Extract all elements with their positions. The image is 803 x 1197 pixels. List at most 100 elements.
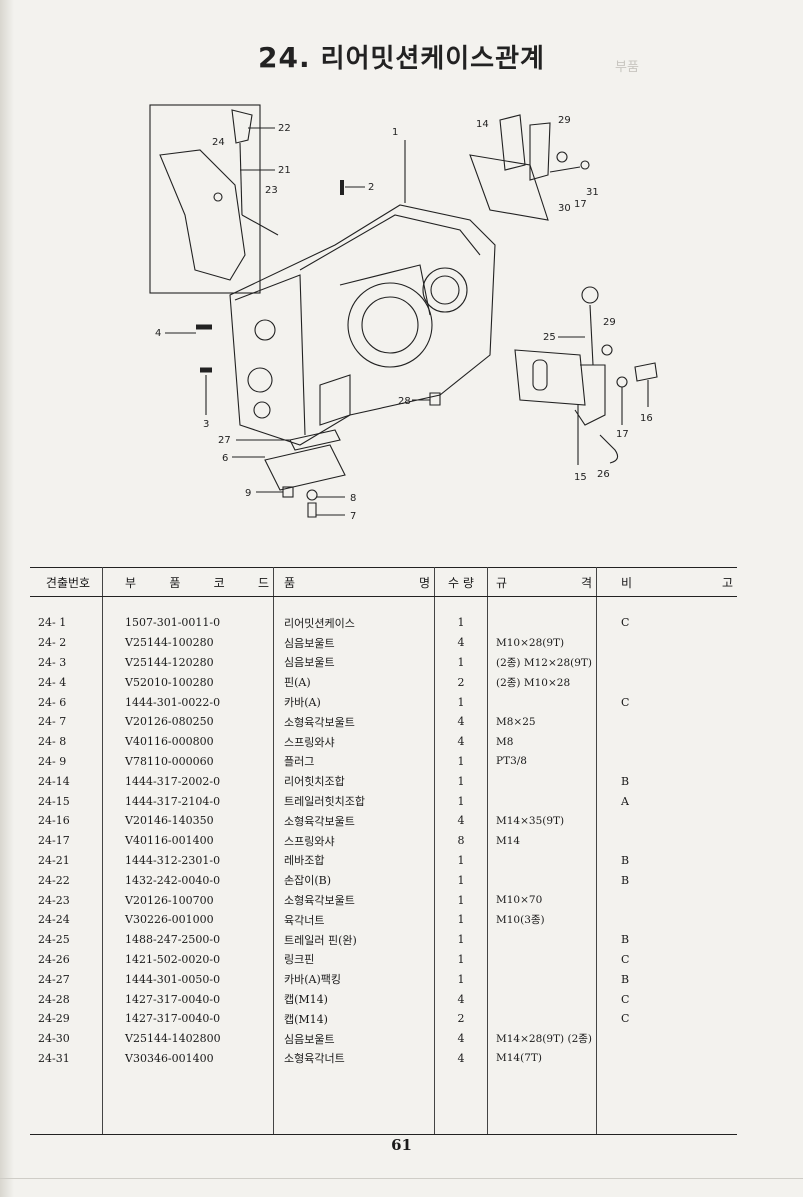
remarks-cell: B — [621, 853, 630, 867]
spec-cell — [487, 850, 598, 871]
callout-17b: 17 — [616, 429, 629, 440]
spec-cell: M8 — [487, 731, 598, 752]
part-name-cell: 리어힛치조합 — [273, 771, 435, 792]
part-16-bolt — [634, 362, 658, 382]
bore-1 — [254, 319, 276, 341]
spec-cell — [487, 771, 598, 792]
part-25-trailer-pin — [589, 304, 594, 366]
quantity-cell: 1 — [434, 771, 488, 792]
callout-23: 23 — [265, 185, 278, 196]
quantity-cell: 1 — [434, 929, 488, 950]
spec-cell: (2종) M10×28 — [487, 672, 598, 693]
quantity-cell: 4 — [434, 1048, 488, 1069]
part-number-cell: 24- 9 — [30, 751, 103, 772]
callout-16: 16 — [640, 413, 653, 424]
spec-cell — [487, 949, 598, 970]
part-code-cell: 1421-502-0020-0 — [102, 949, 274, 970]
remarks-cell — [597, 672, 737, 692]
remarks-cell: C — [621, 695, 630, 709]
part-number-cell: 24-16 — [30, 810, 103, 831]
quantity-cell: 2 — [434, 672, 488, 693]
part-name-cell: 소형육각보울트 — [273, 711, 435, 732]
part-name-cell: 육각너트 — [273, 909, 435, 930]
part-number-cell: 24-17 — [30, 830, 103, 851]
header-part-name: 품 명 — [273, 567, 435, 597]
part-code-cell: V25144-1402800 — [102, 1028, 274, 1049]
quantity-cell: 1 — [434, 850, 488, 871]
part-name-cell: 손잡이(B) — [273, 870, 435, 891]
callout-26: 26 — [597, 469, 610, 480]
quantity-cell: 4 — [434, 711, 488, 732]
spec-cell: M14(7T) — [487, 1048, 598, 1069]
main-case-left-face — [234, 274, 306, 436]
quantity-cell: 4 — [434, 989, 488, 1009]
remarks-cell: B — [621, 972, 630, 986]
part-name-cell: 소형육각보울트 — [273, 810, 435, 831]
part-code-cell: V78110-000060 — [102, 751, 274, 772]
part-name-cell: 스프링와샤 — [273, 731, 435, 752]
quantity-cell: 1 — [434, 969, 488, 990]
page-number: 61 — [391, 1136, 412, 1154]
part-code-cell: 1427-317-0040-0 — [102, 989, 274, 1009]
quantity-cell: 1 — [434, 949, 488, 970]
main-bore — [347, 282, 433, 368]
callout-3: 3 — [203, 419, 209, 430]
quantity-cell: 1 — [434, 791, 488, 811]
part-code-cell: 1444-317-2002-0 — [102, 771, 274, 792]
quantity-cell: 1 — [434, 751, 488, 772]
remarks-cell — [597, 752, 737, 772]
part-code-cell: V52010-100280 — [102, 672, 274, 693]
part-29-cap — [556, 151, 568, 163]
part-code-cell: 1427-317-0040-0 — [102, 1008, 274, 1029]
remarks-cell: B — [621, 774, 630, 788]
quantity-cell: 1 — [434, 692, 488, 712]
part-name-cell: 캡(M14) — [273, 989, 435, 1009]
part-code-cell: V25144-120280 — [102, 652, 274, 673]
main-case-top — [299, 214, 481, 271]
section-title: 리어밋션케이스관계 — [320, 44, 545, 74]
part-14-hitch-plate — [469, 154, 549, 221]
quantity-cell: 4 — [434, 731, 488, 752]
page-title: 24.리어밋션케이스관계 — [0, 38, 803, 75]
quantity-cell: 1 — [434, 870, 488, 891]
quantity-cell: 4 — [434, 632, 488, 653]
part-name-cell: 심음보울트 — [273, 652, 435, 673]
part-number-cell: 24-22 — [30, 870, 103, 891]
part-number-cell: 24- 1 — [30, 613, 103, 633]
callout-25: 25 — [543, 332, 556, 343]
part-24-nut — [213, 192, 223, 202]
callout-27: 27 — [218, 435, 231, 446]
part-code-cell: V30346-001400 — [102, 1048, 274, 1069]
table-header-row: 견출번호 부 품 코 드 품 명 수 량 규 격 — [30, 567, 737, 597]
part-name-cell: 카바(A) — [273, 692, 435, 712]
part-number-cell: 24- 7 — [30, 711, 103, 732]
spec-cell: M8×25 — [487, 711, 598, 732]
bore-3 — [253, 401, 271, 419]
part-code-cell: 1507-301-0011-0 — [102, 613, 274, 633]
remarks-cell: C — [621, 1012, 630, 1026]
callout-6: 6 — [222, 453, 228, 464]
part-6-cover — [264, 444, 346, 491]
part-code-cell: V20146-140350 — [102, 810, 274, 831]
spec-cell — [487, 870, 598, 891]
part-number-cell: 24-27 — [30, 969, 103, 990]
remarks-cell: B — [621, 873, 630, 887]
part-number-cell: 24-31 — [30, 1048, 103, 1069]
quantity-cell: 2 — [434, 1008, 488, 1029]
part-number-cell: 24- 2 — [30, 632, 103, 653]
spec-cell: PT3/8 — [487, 751, 598, 772]
cover-flange — [319, 374, 351, 426]
quantity-cell: 1 — [434, 652, 488, 673]
part-7-bolt — [307, 502, 317, 518]
